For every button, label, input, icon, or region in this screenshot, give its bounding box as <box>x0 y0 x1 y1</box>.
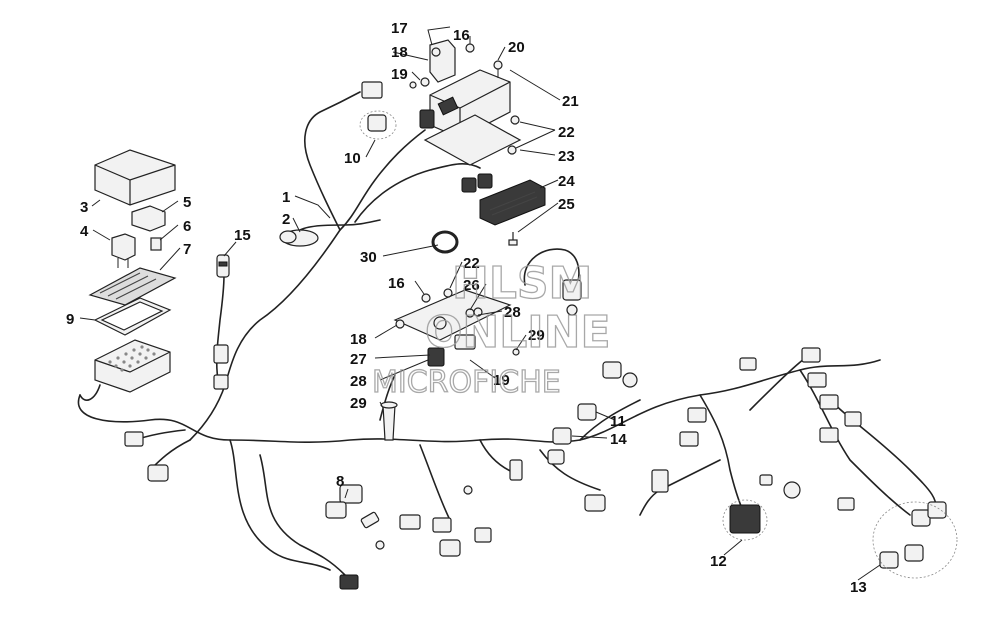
callout-21: 21 <box>562 93 579 110</box>
connector-10 <box>359 81 397 140</box>
callout-30: 30 <box>360 249 377 266</box>
callout-25: 25 <box>558 196 575 213</box>
callout-23: 23 <box>558 148 575 165</box>
callout-19-mid: 19 <box>493 372 510 389</box>
callout-29-left: 29 <box>350 395 367 412</box>
callout-20: 20 <box>508 39 525 56</box>
callout-12: 12 <box>710 553 727 570</box>
callout-labels: 1 2 3 4 5 6 7 8 9 10 11 12 13 14 15 16 1… <box>66 20 867 596</box>
leader-lines <box>79 26 881 581</box>
callout-4: 4 <box>80 223 89 240</box>
watermark: HLSM ONLINE MICROFICHE <box>371 257 611 400</box>
connectors-left-lower <box>124 431 169 482</box>
callout-5: 5 <box>183 194 191 211</box>
callout-16-mid: 16 <box>388 275 405 292</box>
callout-19-top: 19 <box>391 66 408 83</box>
bracket-17 <box>429 39 456 83</box>
relay-large <box>131 205 166 232</box>
connector-upper-mid <box>602 361 638 388</box>
callout-28-right: 28 <box>504 304 521 321</box>
connector-27 <box>427 334 476 367</box>
callout-22-mid: 22 <box>463 255 480 272</box>
callout-14: 14 <box>610 431 627 448</box>
voltage-regulator <box>461 173 546 226</box>
watermark-line-3: MICROFICHE <box>372 365 561 400</box>
fuse-box-base <box>94 339 171 393</box>
callout-18-top: 18 <box>391 44 408 61</box>
callout-1: 1 <box>282 189 290 206</box>
callout-27: 27 <box>350 351 367 368</box>
callout-11: 11 <box>610 413 626 430</box>
connector-13-cluster <box>872 501 958 579</box>
fuse <box>150 237 162 251</box>
callout-2: 2 <box>282 211 290 228</box>
bolt-20 <box>493 60 503 78</box>
connector-14 <box>547 427 572 465</box>
callout-16-top: 16 <box>453 27 470 44</box>
callout-3: 3 <box>80 199 88 216</box>
fuse-box-cover <box>94 149 176 206</box>
connector-11 <box>577 403 597 421</box>
connector-12 <box>722 499 768 541</box>
grommet-29 <box>380 401 398 441</box>
sensor-15 <box>213 254 230 390</box>
callout-17: 17 <box>391 20 408 37</box>
connectors-right-cluster <box>651 347 862 511</box>
callout-29-right: 29 <box>528 327 545 344</box>
callout-15: 15 <box>234 227 251 244</box>
clamp-30 <box>431 230 459 254</box>
ecu-module <box>419 69 511 139</box>
callout-24: 24 <box>558 173 575 190</box>
watermark-line-1: HLSM <box>452 258 592 309</box>
callout-28-left: 28 <box>350 373 367 390</box>
callout-9: 9 <box>66 311 74 328</box>
watermark-line-2: ONLINE <box>425 307 611 358</box>
label-sticker <box>88 267 177 306</box>
callout-8: 8 <box>336 473 344 490</box>
callout-6: 6 <box>183 218 191 235</box>
grommet <box>279 229 319 247</box>
callout-26: 26 <box>463 277 480 294</box>
nut-22 <box>507 115 520 155</box>
washers-middle <box>395 288 520 356</box>
callout-10: 10 <box>344 150 361 167</box>
connector-8 <box>325 484 385 590</box>
bolt-25 <box>508 232 518 246</box>
connector-28-right <box>523 248 582 316</box>
mounting-plate <box>423 114 522 166</box>
fuse-box-gasket <box>93 297 172 336</box>
callout-7: 7 <box>183 241 191 258</box>
connectors-lower-mid <box>399 459 606 557</box>
callout-22-right: 22 <box>558 124 575 141</box>
relay-small <box>111 233 136 268</box>
callout-13: 13 <box>850 579 867 596</box>
callout-18-mid: 18 <box>350 331 367 348</box>
